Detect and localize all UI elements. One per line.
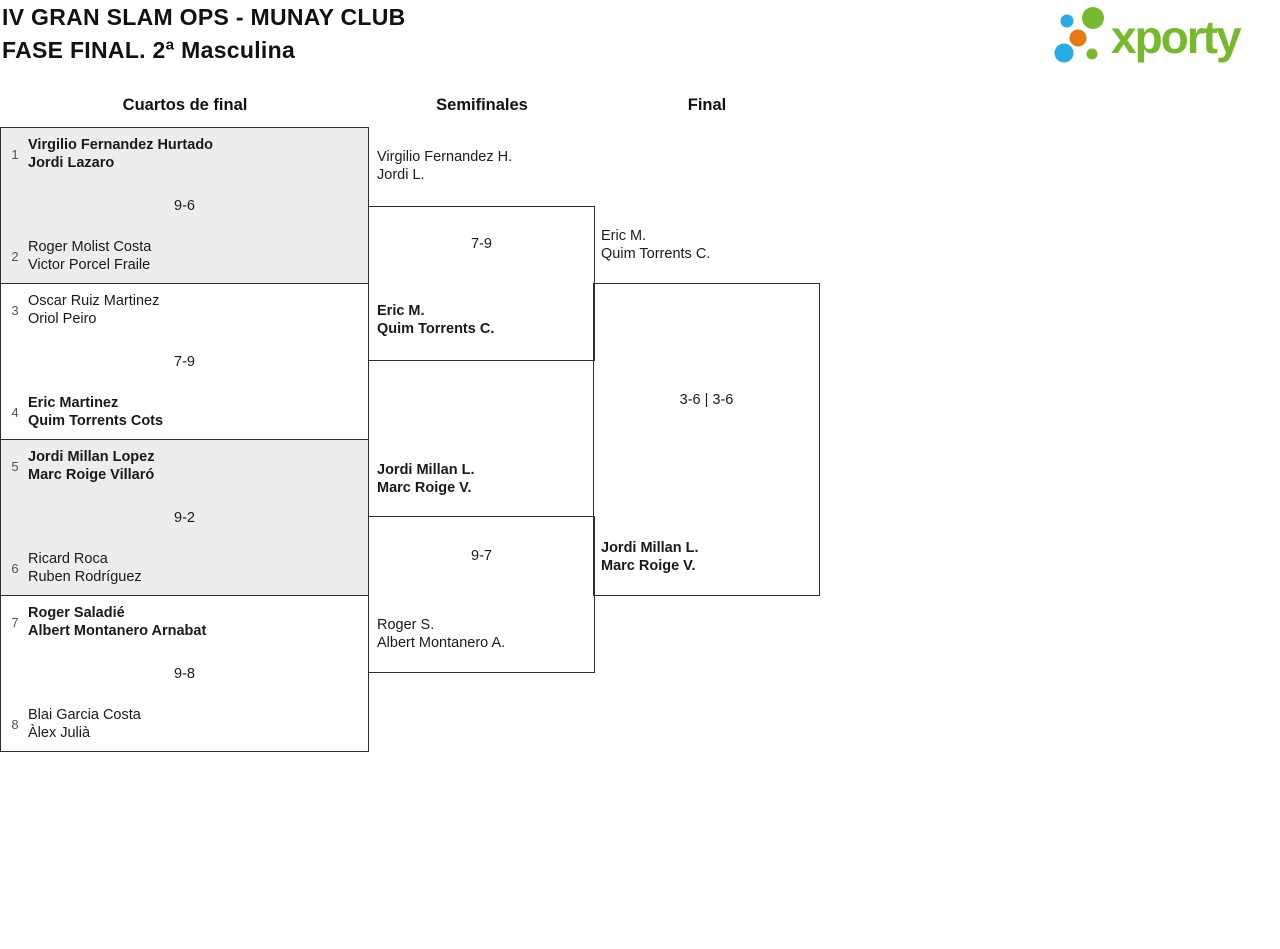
player-name: Albert Montanero Arnabat xyxy=(28,623,207,639)
player-name: Àlex Julià xyxy=(28,725,91,741)
player-name: Eric M. xyxy=(601,228,647,244)
semifinal-2-team-top: Jordi Millan L. Marc Roige V. xyxy=(377,461,474,497)
team-slot-seed-3: 3 Oscar Ruiz Martinez Oriol Peiro xyxy=(8,292,360,328)
seed-number: 5 xyxy=(11,458,19,474)
logo-wordmark: xporty xyxy=(1111,11,1242,63)
seed-number: 1 xyxy=(11,146,19,162)
player-name: Marc Roige Villaró xyxy=(28,467,155,483)
seed-number: 3 xyxy=(11,302,19,318)
match-final-box xyxy=(593,283,820,596)
team-names: Roger Saladié Albert Montanero Arnabat xyxy=(28,604,206,640)
semifinal-1-score: 7-9 xyxy=(471,236,492,252)
seed-number: 8 xyxy=(11,716,19,732)
round-header-quarterfinals: Cuartos de final xyxy=(122,96,248,114)
page-title: IV GRAN SLAM OPS - MUNAY CLUB FASE FINAL… xyxy=(2,1,406,67)
team-slot-seed-8: 8 Blai Garcia Costa Àlex Julià xyxy=(8,706,360,742)
player-name: Ricard Roca xyxy=(28,551,108,567)
player-name: Quim Torrents Cots xyxy=(28,413,164,429)
final-team-bottom-champion: Jordi Millan L. Marc Roige V. xyxy=(601,539,698,575)
player-name: Albert Montanero A. xyxy=(377,635,506,651)
team-slot-seed-2: 2 Roger Molist Costa Victor Porcel Frail… xyxy=(8,238,360,274)
player-name: Jordi Millan L. xyxy=(601,540,699,556)
player-name: Roger S. xyxy=(377,617,435,633)
xporty-logo: xporty xyxy=(1047,5,1277,67)
match-quarterfinal-3: 5 Jordi Millan Lopez Marc Roige Villaró … xyxy=(0,439,369,596)
semifinal-1-team-bottom: Eric M. Quim Torrents C. xyxy=(377,302,494,338)
seed-number: 7 xyxy=(11,614,19,630)
logo-dot-blue-large xyxy=(1054,43,1074,63)
player-name: Virgilio Fernandez H. xyxy=(377,149,513,165)
team-slot-seed-1: 1 Virgilio Fernandez Hurtado Jordi Lazar… xyxy=(8,136,360,172)
match-semifinal-2-box xyxy=(368,516,595,673)
team-names: Jordi Millan Lopez Marc Roige Villaró xyxy=(28,448,154,484)
team-names: Eric Martinez Quim Torrents Cots xyxy=(28,394,163,430)
team-slot-seed-5: 5 Jordi Millan Lopez Marc Roige Villaró xyxy=(8,448,360,484)
tournament-name: IV GRAN SLAM OPS - MUNAY CLUB xyxy=(2,4,406,30)
team-slot-seed-7: 7 Roger Saladié Albert Montanero Arnabat xyxy=(8,604,360,640)
semifinal-2-team-bottom: Roger S. Albert Montanero A. xyxy=(377,616,505,652)
semifinal-1-team-top: Virgilio Fernandez H. Jordi L. xyxy=(377,148,512,184)
team-slot-seed-4: 4 Eric Martinez Quim Torrents Cots xyxy=(8,394,360,430)
match-score: 9-6 xyxy=(174,197,195,214)
player-name: Virgilio Fernandez Hurtado xyxy=(28,137,214,153)
match-score: 9-2 xyxy=(174,509,195,526)
player-name: Eric Martinez xyxy=(28,395,119,411)
player-name: Jordi Lazaro xyxy=(28,155,115,171)
player-name: Jordi Millan L. xyxy=(377,462,475,478)
round-header-semifinals: Semifinales xyxy=(436,96,528,114)
player-name: Quim Torrents C. xyxy=(377,321,495,337)
player-name: Jordi Millan Lopez xyxy=(28,449,155,465)
semifinal-2-score: 9-7 xyxy=(471,548,492,564)
match-score: 9-8 xyxy=(174,665,195,682)
seed-number: 4 xyxy=(11,404,19,420)
logo-dot-orange xyxy=(1069,29,1087,47)
team-names: Blai Garcia Costa Àlex Julià xyxy=(28,706,141,742)
logo-dot-blue-small xyxy=(1060,14,1074,28)
xporty-logo-graphic: xporty xyxy=(1054,7,1244,63)
team-names: Oscar Ruiz Martinez Oriol Peiro xyxy=(28,292,159,328)
match-quarterfinal-1: 1 Virgilio Fernandez Hurtado Jordi Lazar… xyxy=(0,127,369,284)
logo-dot-green-small xyxy=(1086,48,1098,60)
player-name: Roger Molist Costa xyxy=(28,239,152,255)
player-name: Oriol Peiro xyxy=(28,311,97,327)
final-score: 3-6 | 3-6 xyxy=(679,392,734,408)
match-quarterfinal-4: 7 Roger Saladié Albert Montanero Arnabat… xyxy=(0,595,369,752)
player-name: Roger Saladié xyxy=(28,605,125,621)
seed-number: 2 xyxy=(11,248,19,264)
team-names: Roger Molist Costa Victor Porcel Fraile xyxy=(28,238,151,274)
player-name: Eric M. xyxy=(377,303,425,319)
player-name: Marc Roige V. xyxy=(601,558,696,574)
phase-category: FASE FINAL. 2ª Masculina xyxy=(2,37,296,63)
seed-number: 6 xyxy=(11,560,19,576)
logo-dot-green-large xyxy=(1082,7,1104,29)
match-quarterfinal-2: 3 Oscar Ruiz Martinez Oriol Peiro 7-9 4 … xyxy=(0,283,369,440)
player-name: Ruben Rodríguez xyxy=(28,569,142,585)
player-name: Jordi L. xyxy=(377,167,425,183)
player-name: Oscar Ruiz Martinez xyxy=(28,293,160,309)
team-names: Virgilio Fernandez Hurtado Jordi Lazaro xyxy=(28,136,213,172)
match-score: 7-9 xyxy=(174,353,195,370)
player-name: Quim Torrents C. xyxy=(601,246,711,262)
round-header-final: Final xyxy=(687,96,727,114)
player-name: Blai Garcia Costa xyxy=(28,707,141,723)
player-name: Marc Roige V. xyxy=(377,480,472,496)
team-names: Ricard Roca Ruben Rodríguez xyxy=(28,550,142,586)
final-team-top: Eric M. Quim Torrents C. xyxy=(601,227,710,263)
player-name: Victor Porcel Fraile xyxy=(28,257,151,273)
team-slot-seed-6: 6 Ricard Roca Ruben Rodríguez xyxy=(8,550,360,586)
